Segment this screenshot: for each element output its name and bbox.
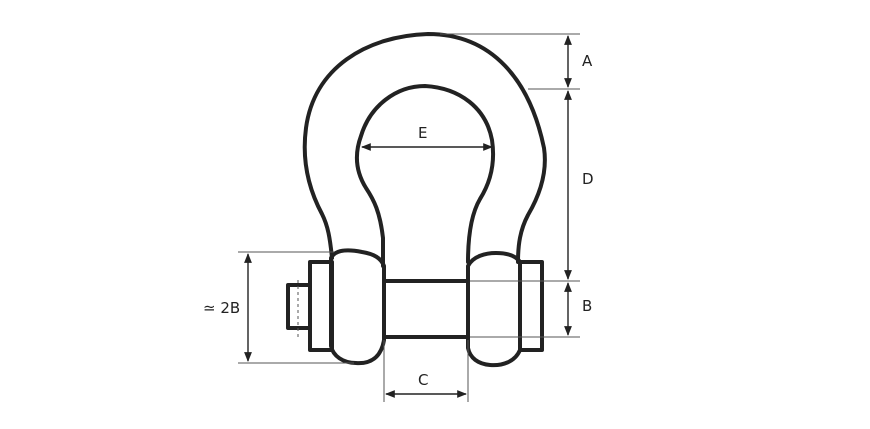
pin-head (308, 260, 334, 352)
label-e: E (418, 124, 427, 142)
pin-end-stub (286, 283, 312, 330)
bow-inner-outline (354, 84, 496, 268)
label-c: C (418, 371, 428, 389)
pin-nut (518, 260, 544, 352)
bow-outer-outline (302, 32, 547, 264)
label-d: D (582, 170, 594, 188)
pin-bolt-body (382, 279, 470, 339)
left-eye-outline (329, 248, 386, 366)
right-eye-outline (466, 251, 522, 368)
label-a: A (582, 52, 593, 70)
label-2b: ≃ 2B (203, 299, 240, 317)
label-b: B (582, 297, 592, 315)
